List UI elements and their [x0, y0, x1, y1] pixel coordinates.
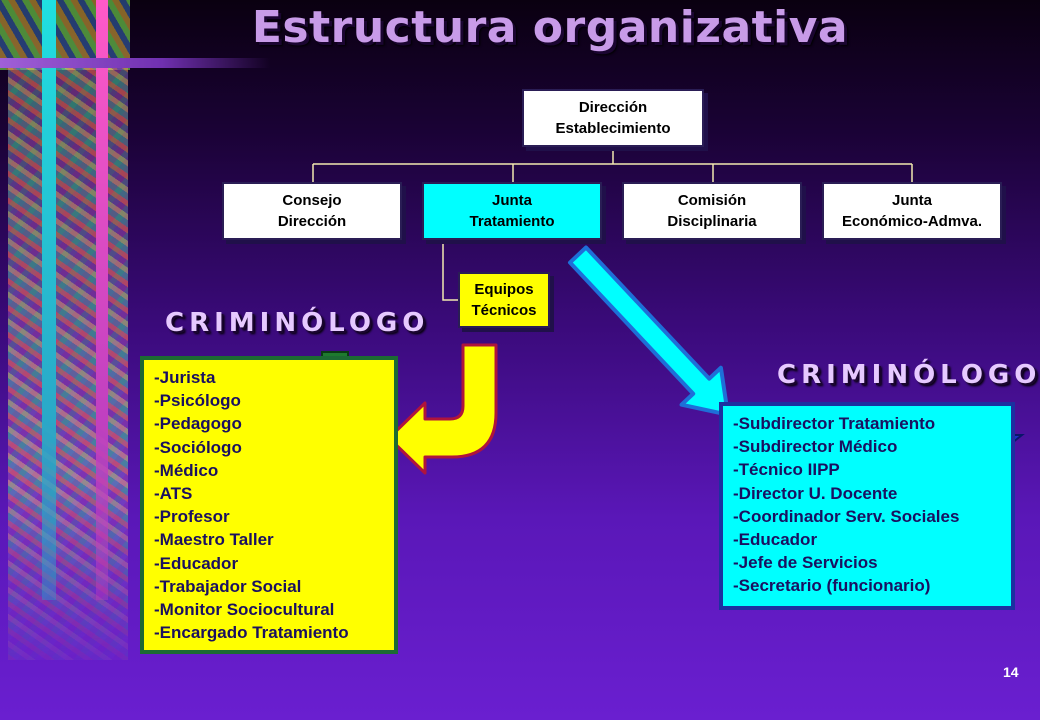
list-item: -Educador — [154, 553, 239, 573]
box-line: Equipos — [474, 281, 534, 298]
yellow-curved-arrow — [387, 343, 498, 475]
slide-title: Estructura organizativa — [251, 2, 849, 53]
box-line: Comisión — [677, 192, 747, 209]
box-line: Establecimiento — [555, 120, 671, 137]
box-equipos-tecnicos: Equipos Técnicos — [458, 272, 550, 328]
box-line: Dirección — [277, 213, 347, 230]
box-consejo-direccion: Consejo Dirección — [222, 182, 402, 240]
list-item: -Educador — [733, 530, 818, 550]
decorative-mosaic — [8, 60, 128, 660]
list-item: -Médico — [154, 460, 219, 480]
list-item: -Subdirector Médico — [733, 437, 898, 457]
junta-list-panel: -Subdirector Tratamiento -Subdirector Mé… — [719, 402, 1015, 610]
list-item: -Director U. Docente — [733, 483, 898, 503]
box-line: Dirección — [578, 99, 648, 116]
list-item: -Encargado Tratamiento — [154, 623, 349, 643]
list-item: -Jefe de Servicios — [733, 553, 878, 573]
box-line: Junta — [491, 192, 532, 209]
equipos-list-panel: -Jurista -Psicólogo -Pedagogo -Sociólogo… — [140, 356, 398, 654]
list-item: -Sociólogo — [154, 437, 242, 457]
list-item: -Maestro Taller — [154, 530, 274, 550]
box-line: Junta — [891, 192, 932, 209]
box-junta-tratamiento: Junta Tratamiento — [422, 182, 602, 240]
list-item: -Secretario (funcionario) — [733, 576, 931, 596]
cyan-arrow — [567, 245, 730, 417]
list-item: -Trabajador Social — [154, 576, 302, 596]
list-item: -Coordinador Serv. Sociales — [733, 506, 960, 526]
box-line: Disciplinaria — [667, 213, 757, 230]
box-comision-disciplinaria: Comisión Disciplinaria — [622, 182, 802, 240]
list-item: -Subdirector Tratamiento — [733, 414, 936, 433]
box-direccion-establecimiento: Dirección Establecimiento — [522, 89, 704, 147]
list-item: -ATS — [154, 484, 193, 504]
box-line: Técnicos — [471, 302, 537, 319]
list-item: -Profesor — [154, 507, 230, 527]
role-label-left: CRIMINÓLOGO — [165, 308, 430, 338]
list-item: -Monitor Sociocultural — [154, 600, 335, 620]
org-connectors — [312, 148, 913, 301]
list-item: -Jurista — [154, 368, 216, 387]
decorative-stripe-top — [0, 58, 270, 68]
box-line: Económico-Admva. — [841, 213, 983, 230]
box-line: Tratamiento — [469, 213, 555, 230]
list-item: -Psicólogo — [154, 391, 241, 411]
list-item: -Técnico IIPP — [733, 460, 840, 480]
box-junta-economico-admva: Junta Económico-Admva. — [822, 182, 1002, 240]
role-label-right: CRIMINÓLOGO — [777, 360, 1040, 390]
decorative-stripe-pink — [96, 0, 108, 600]
list-item: -Pedagogo — [154, 414, 242, 434]
decorative-stripe-cyan — [42, 0, 56, 600]
box-line: Consejo — [282, 192, 342, 209]
connector-equipos — [442, 240, 458, 301]
page-number: 14 — [1003, 664, 1019, 680]
